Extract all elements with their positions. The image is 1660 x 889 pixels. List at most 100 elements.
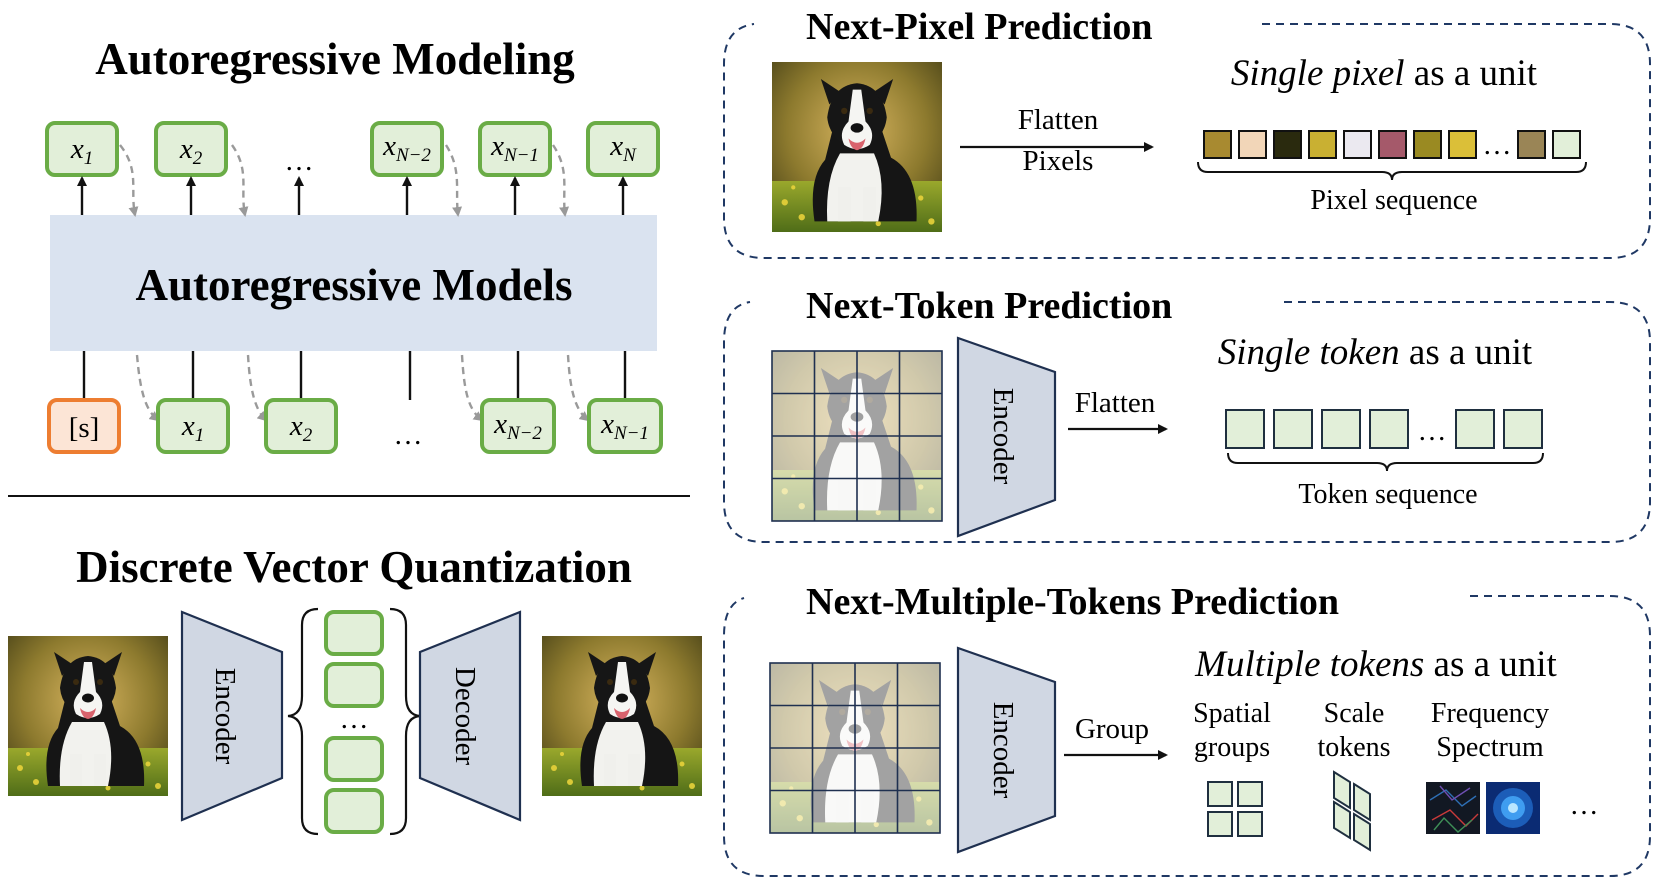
next-pixel-panel: Next-Pixel Prediction Flatten Pixels Sin… xyxy=(723,6,1651,259)
token-sequence xyxy=(1225,409,1543,449)
svg-text:x2: x2 xyxy=(179,133,203,169)
next-token-panel: Next-Token Prediction Encoder Flatten Si… xyxy=(723,285,1651,543)
top-token-x2: x2 xyxy=(154,121,228,177)
pixel-cell xyxy=(1552,130,1581,159)
bottom-token-base: x xyxy=(600,408,614,440)
pixel-cell xyxy=(1203,130,1232,159)
svg-text:xN: xN xyxy=(609,130,637,166)
vq-decoder-label: Decoder xyxy=(449,667,481,766)
start-token: [s] xyxy=(47,398,121,454)
bottom-token-x1: x1 xyxy=(156,398,230,454)
top-token-base: x xyxy=(179,133,193,165)
svg-text:xN−2: xN−2 xyxy=(382,130,431,166)
top-token-base: x xyxy=(70,133,84,165)
bottom-token-base: x xyxy=(289,410,303,442)
pixel-arrow-label-1: Flatten xyxy=(1018,104,1099,136)
output-arrows xyxy=(77,176,628,215)
pixel-cell xyxy=(1343,130,1372,159)
token-image-grid xyxy=(771,350,943,522)
codebook: … xyxy=(287,607,421,836)
bottom-token-xn-2: xN−2 xyxy=(480,398,556,454)
bottom-token-sub: N−2 xyxy=(506,423,542,444)
scale-label-1: Scale xyxy=(1324,698,1385,729)
token-arrow-label: Flatten xyxy=(1075,387,1156,419)
frequency-spectrum-icon xyxy=(1426,782,1540,834)
svg-text:x2: x2 xyxy=(289,410,313,446)
bottom-token-x2: x2 xyxy=(264,398,338,454)
bottom-ellipsis: … xyxy=(394,419,423,451)
scale-tokens xyxy=(1333,770,1371,852)
token-ellipsis: … xyxy=(1418,415,1447,447)
spatial-label-1: Spatial xyxy=(1193,698,1271,729)
pixel-cell xyxy=(1308,130,1337,159)
bottom-token-sub: N−1 xyxy=(613,423,649,444)
dog-photo-icon xyxy=(542,636,702,796)
bottom-token-base: x xyxy=(493,408,507,440)
token-unit-text: Single token as a unit xyxy=(1218,332,1533,373)
feedback-arrows xyxy=(119,144,590,422)
top-token-sub: 2 xyxy=(193,148,203,169)
ar-models-block xyxy=(50,215,657,351)
svg-text:[s]: [s] xyxy=(69,412,100,444)
svg-text:x1: x1 xyxy=(181,410,204,446)
multi-arrow-label: Group xyxy=(1075,713,1149,745)
spatial-groups xyxy=(1207,781,1263,837)
pixel-panel-title: Next-Pixel Prediction xyxy=(806,6,1152,48)
spatial-label-2: groups xyxy=(1194,732,1270,763)
vq-decoder xyxy=(418,610,522,822)
pixel-cell xyxy=(1238,130,1267,159)
svg-text:xN−1: xN−1 xyxy=(600,408,649,444)
dog-photo-icon xyxy=(772,62,942,232)
vq-encoder-label: Encoder xyxy=(209,668,241,765)
multi-encoder xyxy=(956,646,1057,854)
next-multi-panel: Next-Multiple-Tokens Prediction Encoder … xyxy=(723,581,1651,877)
top-token-sub: N xyxy=(622,145,637,166)
scale-label-2: tokens xyxy=(1317,732,1390,763)
top-token-xn-1: xN−1 xyxy=(478,121,552,177)
multi-ellipsis: … xyxy=(1570,789,1599,821)
bottom-token-base: x xyxy=(181,410,195,442)
ar-models-label: Autoregressive Models xyxy=(135,260,572,310)
pixel-arrow-label-2: Pixels xyxy=(1023,145,1094,177)
top-token-xn-2: xN−2 xyxy=(370,121,444,177)
top-token-sub: N−1 xyxy=(503,145,539,166)
pixel-sequence-label: Pixel sequence xyxy=(1310,185,1477,216)
top-token-base: x xyxy=(490,130,504,162)
multi-panel-title: Next-Multiple-Tokens Prediction xyxy=(806,581,1339,623)
bottom-token-sub: 2 xyxy=(303,425,313,446)
pixel-cell xyxy=(1517,130,1546,159)
top-token-sub: 1 xyxy=(84,148,94,169)
pixel-cell xyxy=(1448,130,1477,159)
multi-unit-text: Multiple tokens as a unit xyxy=(1194,644,1557,685)
top-token-base: x xyxy=(609,130,623,162)
multi-image-grid xyxy=(769,662,941,834)
codebook-ellipsis: … xyxy=(340,703,369,735)
pixel-sequence xyxy=(1203,130,1581,159)
svg-text:x1: x1 xyxy=(70,133,93,169)
top-token-xn: xN xyxy=(586,121,660,177)
freq-label-2: Spectrum xyxy=(1436,732,1544,763)
dog-photo-icon xyxy=(8,636,168,796)
top-token-base: x xyxy=(382,130,396,162)
pixel-cell xyxy=(1378,130,1407,159)
pixel-cell xyxy=(1413,130,1442,159)
input-lines xyxy=(82,351,627,400)
token-encoder-label: Encoder xyxy=(987,388,1019,485)
token-panel-title: Next-Token Prediction xyxy=(806,285,1172,327)
pixel-unit-text: Single pixel as a unit xyxy=(1231,53,1538,94)
freq-label-1: Frequency xyxy=(1431,698,1549,729)
multi-encoder-label: Encoder xyxy=(987,702,1019,799)
svg-text:xN−2: xN−2 xyxy=(493,408,542,444)
bottom-token-sub: 1 xyxy=(195,425,205,446)
top-ellipsis: … xyxy=(285,145,314,177)
pixel-cell xyxy=(1273,130,1302,159)
svg-text:xN−1: xN−1 xyxy=(490,130,539,166)
vq-encoder xyxy=(180,610,284,822)
top-token-sub: N−2 xyxy=(395,145,431,166)
top-token-x1: x1 xyxy=(45,121,119,177)
pixel-ellipsis: … xyxy=(1483,129,1512,161)
ar-title: Autoregressive Modeling xyxy=(95,34,575,84)
bottom-token-xn-1: xN−1 xyxy=(587,398,663,454)
token-sequence-label: Token sequence xyxy=(1298,479,1477,510)
